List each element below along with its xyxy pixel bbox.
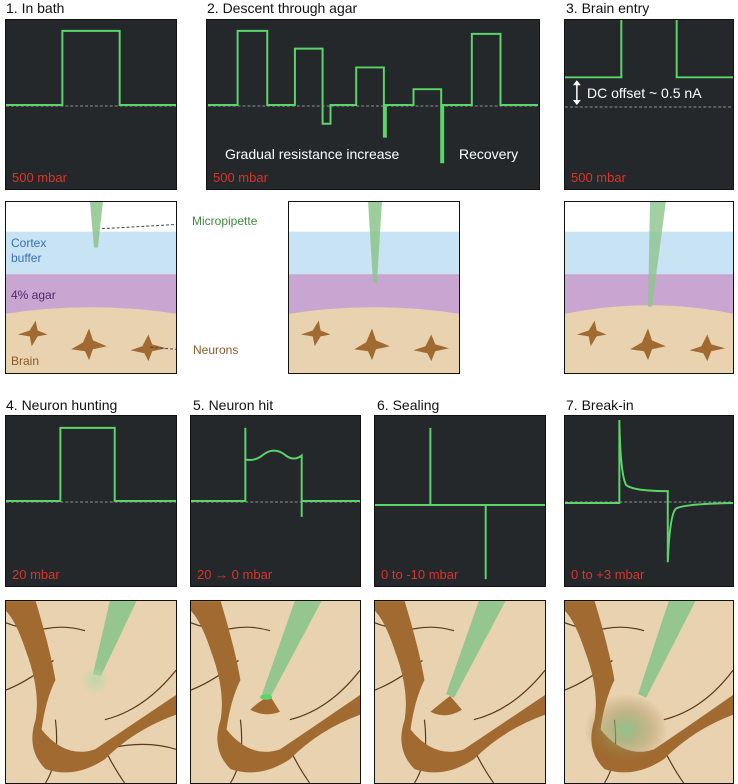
label-neurons: Neurons [193, 343, 239, 357]
closeup-neuron-hunting [5, 600, 177, 784]
panel-title-7: 7. Break-in [566, 397, 634, 413]
scope-sealing: 0 to -10 mbar [374, 415, 546, 587]
trace-neuron-hunting [6, 426, 176, 503]
label-cortex: Cortex [11, 236, 47, 250]
label-buffer: buffer [11, 251, 42, 265]
scope-neuron-hunting: 20 mbar [5, 415, 177, 587]
panel-title-6: 6. Sealing [377, 397, 440, 413]
scope-brain-entry: DC offset ~ 0.5 nA 500 mbar [564, 19, 734, 190]
tissue-layers [289, 202, 459, 373]
neuron-closeup [191, 601, 360, 783]
panel-title-4: 4. Neuron hunting [6, 397, 118, 413]
tissue-schematic-brain-entry [564, 201, 734, 374]
tissue-schematic-descent [288, 201, 460, 374]
pressure-break-in: 0 to +3 mbar [571, 567, 645, 582]
label-brain: Brain [11, 354, 40, 368]
trace-descent [207, 29, 539, 164]
pressure-brain-entry: 500 mbar [571, 170, 626, 185]
panel-title-2: 2. Descent through agar [207, 0, 358, 16]
trace-neuron-hit [191, 427, 360, 517]
scope-descent: Gradual resistance increase Recovery 500… [206, 19, 540, 190]
label-agar: 4% agar [11, 288, 56, 302]
neuron-closeup [565, 601, 733, 783]
trace-in-bath [6, 29, 176, 107]
scope-neuron-hit: 20 → 0 mbar [190, 415, 361, 587]
trace-brain-entry [565, 20, 733, 108]
annotation-dc-offset: DC offset ~ 0.5 nA [587, 85, 702, 101]
neuron-closeup [6, 601, 176, 783]
panel-title-3: 3. Brain entry [566, 0, 650, 16]
annotation-recovery: Recovery [459, 146, 519, 162]
pressure-neuron-hit: 20 → 0 mbar [197, 567, 273, 582]
tissue-schematic-in-bath: Cortex buffer 4% agar Brain [5, 201, 177, 374]
neuron-closeup [375, 601, 545, 783]
annotation-gradual-resistance: Gradual resistance increase [225, 146, 400, 162]
tissue-layers [6, 202, 176, 373]
label-micropipette: Micropipette [192, 214, 258, 228]
trace-sealing [375, 427, 545, 580]
scope-break-in: 0 to +3 mbar [564, 415, 734, 587]
panel-title-5: 5. Neuron hit [193, 397, 274, 413]
panel-title-1: 1. In bath [6, 0, 65, 16]
closeup-break-in [564, 600, 734, 784]
pressure-neuron-hunting: 20 mbar [12, 567, 60, 582]
scope-in-bath: 500 mbar [5, 19, 177, 190]
closeup-neuron-hit [190, 600, 361, 784]
tissue-layers [565, 202, 733, 373]
closeup-sealing [374, 600, 546, 784]
trace-break-in [565, 419, 733, 563]
pressure-descent: 500 mbar [213, 170, 268, 185]
pressure-in-bath: 500 mbar [12, 170, 67, 185]
pressure-sealing: 0 to -10 mbar [381, 567, 459, 582]
